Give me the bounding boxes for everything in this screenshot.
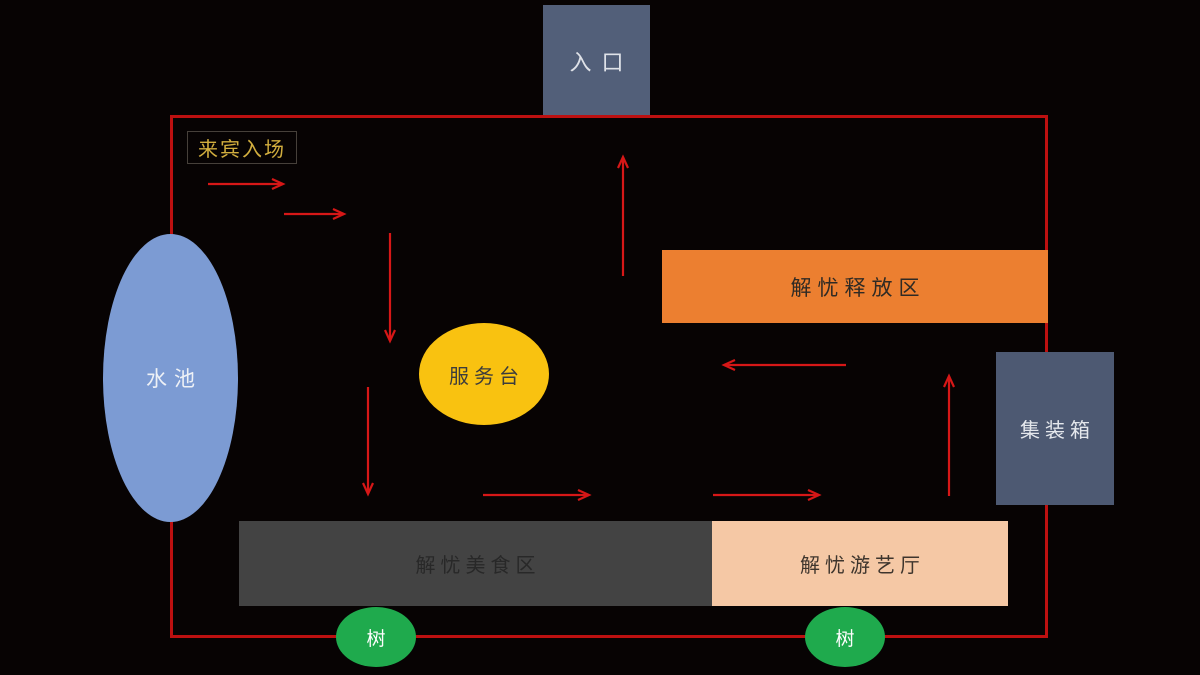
guest-entry-label-box: 来宾入场 bbox=[187, 131, 297, 164]
entrance-zone: 入口 bbox=[543, 5, 650, 117]
food-area-zone: 解忧美食区 bbox=[239, 521, 712, 606]
tree-left: 树 bbox=[336, 607, 416, 667]
container-zone: 集装箱 bbox=[996, 352, 1114, 505]
guest-entry-label: 来宾入场 bbox=[198, 137, 286, 161]
game-hall-label: 解忧游艺厅 bbox=[800, 553, 925, 577]
release-area-zone: 解忧释放区 bbox=[662, 250, 1048, 323]
tree-right: 树 bbox=[805, 607, 885, 667]
game-hall-zone: 解忧游艺厅 bbox=[712, 521, 1008, 606]
service-desk-zone: 服务台 bbox=[419, 323, 549, 425]
pool-zone: 水池 bbox=[103, 234, 238, 522]
tree-left-label: 树 bbox=[366, 627, 386, 650]
container-label: 集装箱 bbox=[1020, 418, 1095, 442]
pool-label: 水池 bbox=[146, 367, 202, 391]
release-area-label: 解忧释放区 bbox=[790, 275, 926, 300]
food-area-label: 解忧美食区 bbox=[415, 553, 541, 577]
service-desk-label: 服务台 bbox=[449, 363, 524, 388]
entrance-label: 入口 bbox=[569, 51, 634, 76]
tree-right-label: 树 bbox=[835, 627, 855, 650]
